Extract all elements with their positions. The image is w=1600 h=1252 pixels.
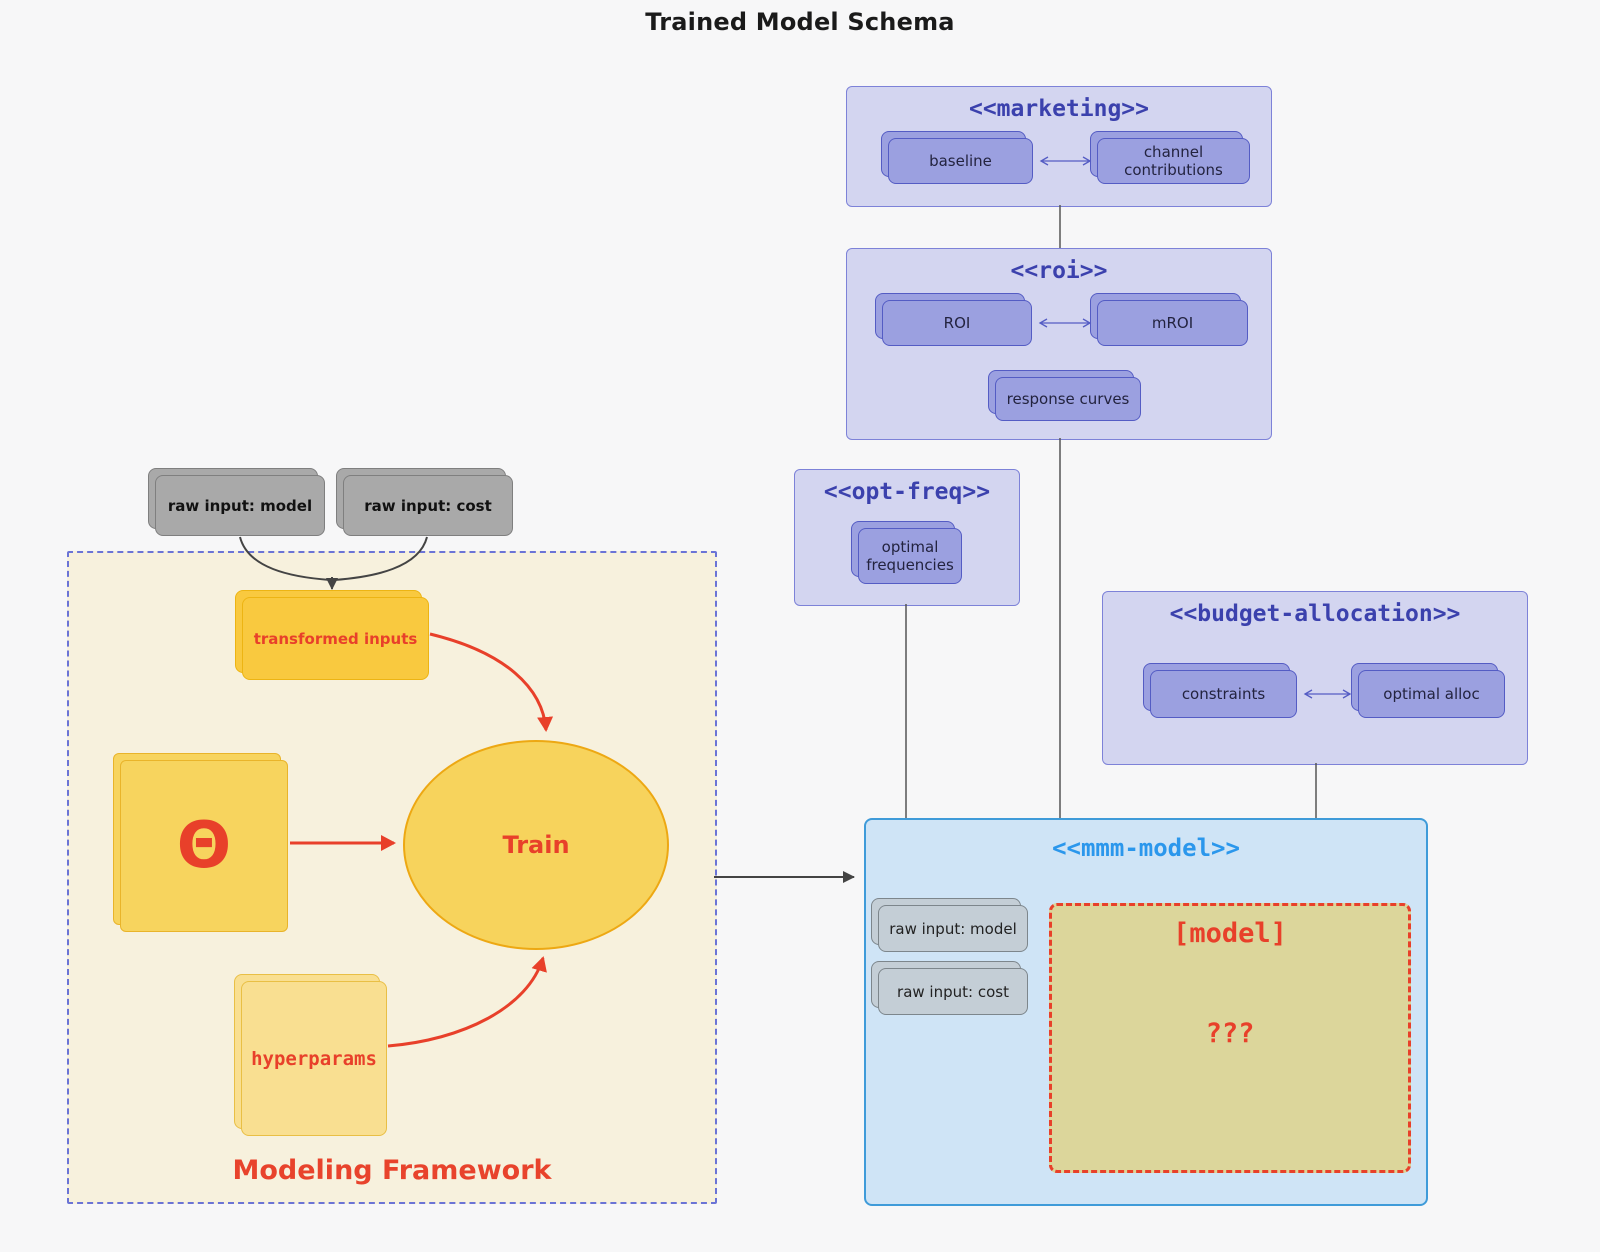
cluster-mmm-model-title: <<mmm-model>> [1052,834,1240,862]
node-train: Train [403,740,669,950]
node-mmm-raw-input-model-label: raw input: model [889,919,1017,938]
node-channel-contributions: channel contributions [1090,131,1250,184]
node-optimal-alloc-card: optimal alloc [1358,670,1505,718]
node-mmm-raw-input-model: raw input: model [871,898,1028,952]
node-channel-contributions-label: channel contributions [1124,143,1223,179]
node-optimal-alloc-label: optimal alloc [1383,685,1480,703]
node-hyperparams-card: hyperparams [241,981,387,1136]
node-mroi: mROI [1090,293,1248,346]
node-baseline: baseline [881,131,1033,184]
cluster-budget-allocation-title: <<budget-allocation>> [1169,601,1461,627]
model-box-question: ??? [1205,1018,1255,1049]
node-response-curves-label: response curves [1006,390,1130,408]
node-mroi-card: mROI [1097,300,1248,346]
node-raw-input-cost: raw input: cost [336,468,513,536]
node-channel-contributions-card: channel contributions [1097,138,1250,184]
node-roi: ROI [875,293,1032,346]
node-theta-card: Θ [120,760,288,932]
node-theta-label: Θ [176,809,232,883]
node-train-label: Train [502,831,570,859]
node-mmm-raw-input-cost: raw input: cost [871,961,1028,1015]
cluster-modeling-framework-label: Modeling Framework [232,1155,552,1186]
node-baseline-card: baseline [888,138,1033,184]
node-roi-card: ROI [882,300,1032,346]
node-response-curves-card: response curves [995,377,1141,421]
node-hyperparams-label: hyperparams [251,1047,377,1070]
node-raw-input-model-label: raw input: model [167,496,313,515]
node-hyperparams: hyperparams [234,974,387,1136]
node-transformed-inputs-label: transformed inputs [253,629,418,648]
node-constraints-card: constraints [1150,670,1297,718]
node-raw-input-cost-card: raw input: cost [343,475,513,536]
node-model-placeholder-box: [model] ??? [1049,903,1411,1173]
node-optimal-frequencies-label: optimal frequencies [866,538,954,574]
node-constraints: constraints [1143,663,1297,718]
node-constraints-label: constraints [1181,685,1266,703]
cluster-roi-title: <<roi>> [1010,258,1108,284]
node-baseline-label: baseline [929,152,992,170]
cluster-marketing-title: <<marketing>> [968,96,1149,122]
node-theta: Θ [113,753,288,932]
node-roi-label: ROI [943,314,971,332]
node-mroi-label: mROI [1151,314,1194,332]
node-raw-input-cost-label: raw input: cost [364,496,492,515]
node-raw-input-model: raw input: model [148,468,325,536]
node-mmm-raw-input-cost-label: raw input: cost [897,982,1009,1001]
node-optimal-frequencies: optimal frequencies [851,521,962,584]
model-box-title: [model] [1173,918,1287,949]
cluster-opt-freq-title: <<opt-freq>> [823,479,991,505]
page-title: Trained Model Schema [645,8,955,36]
node-transformed-inputs-card: transformed inputs [242,597,429,680]
node-optimal-frequencies-card: optimal frequencies [858,528,962,584]
node-mmm-raw-input-cost-card: raw input: cost [878,968,1028,1015]
node-transformed-inputs: transformed inputs [235,590,429,680]
node-optimal-alloc: optimal alloc [1351,663,1505,718]
node-raw-input-model-card: raw input: model [155,475,325,536]
node-response-curves: response curves [988,370,1141,421]
node-mmm-raw-input-model-card: raw input: model [878,905,1028,952]
